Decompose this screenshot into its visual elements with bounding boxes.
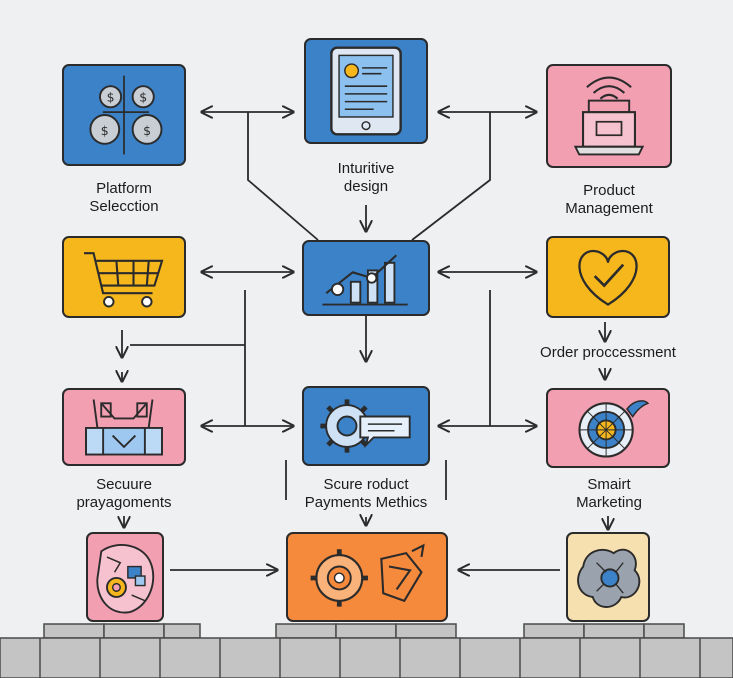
label-line: Payments Methics	[304, 494, 428, 511]
gear-collage-icon	[96, 544, 155, 614]
platform-selection-label: Platform Selecction	[62, 180, 186, 216]
svg-text:$: $	[107, 90, 115, 105]
product-management-card[interactable]	[546, 64, 672, 168]
tablet-icon	[330, 46, 402, 136]
product-management-label: Product Management	[540, 182, 678, 218]
order-processment-card[interactable]	[546, 236, 670, 318]
label-line: prayagoments	[76, 494, 172, 511]
svg-text:$: $	[101, 123, 109, 138]
label-line: Order proccessment	[540, 344, 676, 361]
label-line: design	[343, 178, 389, 195]
coins-icon: $ $ $ $	[89, 75, 163, 155]
laptop-wifi-icon	[573, 76, 645, 156]
label-line: Inturitive	[337, 160, 395, 177]
svg-text:$: $	[143, 123, 151, 138]
target-dartboard-icon	[578, 400, 650, 458]
label-line: Selecction	[89, 198, 159, 215]
secure-payments-card[interactable]	[62, 388, 186, 466]
smart-marketing-label: Smairt Marketing	[540, 476, 678, 512]
growth-chart-icon	[322, 254, 408, 306]
shop-storefront-icon	[85, 399, 163, 456]
platform-selection-card[interactable]: $ $ $ $	[62, 64, 186, 166]
shopping-cart-card[interactable]	[62, 236, 186, 318]
label-line: Secuure	[96, 476, 152, 493]
analytics-hub-card[interactable]	[302, 240, 430, 316]
secure-product-payments-card[interactable]	[302, 386, 430, 466]
label-line: Product	[583, 182, 635, 199]
intuitive-design-label: Inturitive design	[304, 160, 428, 196]
secure-payments-label: Secuure prayagoments	[50, 476, 198, 512]
bottom-center-card[interactable]	[286, 532, 448, 622]
label-line: Management	[565, 200, 653, 217]
label-line: Platform	[96, 180, 152, 197]
label-line: Smairt	[587, 476, 631, 493]
link-left-hub	[247, 112, 319, 241]
intuitive-design-card[interactable]	[304, 38, 428, 144]
svg-text:$: $	[139, 90, 147, 105]
shopping-cart-icon	[84, 252, 164, 308]
heart-check-icon	[578, 250, 638, 306]
smart-marketing-card[interactable]	[546, 388, 670, 468]
gear-message-icon	[320, 399, 411, 453]
label-line: Scure roduct	[323, 476, 409, 493]
bottom-right-card[interactable]	[566, 532, 650, 622]
bottom-left-card[interactable]	[86, 532, 164, 622]
order-processment-label: Order proccessment	[520, 344, 696, 362]
flower-shape-icon	[577, 548, 641, 608]
gear-arrows-icon	[310, 543, 425, 607]
label-line: Marketing	[576, 494, 642, 511]
secure-product-payments-label: Scure roduct Payments Methics	[280, 476, 452, 512]
link-right-hub	[411, 112, 491, 241]
